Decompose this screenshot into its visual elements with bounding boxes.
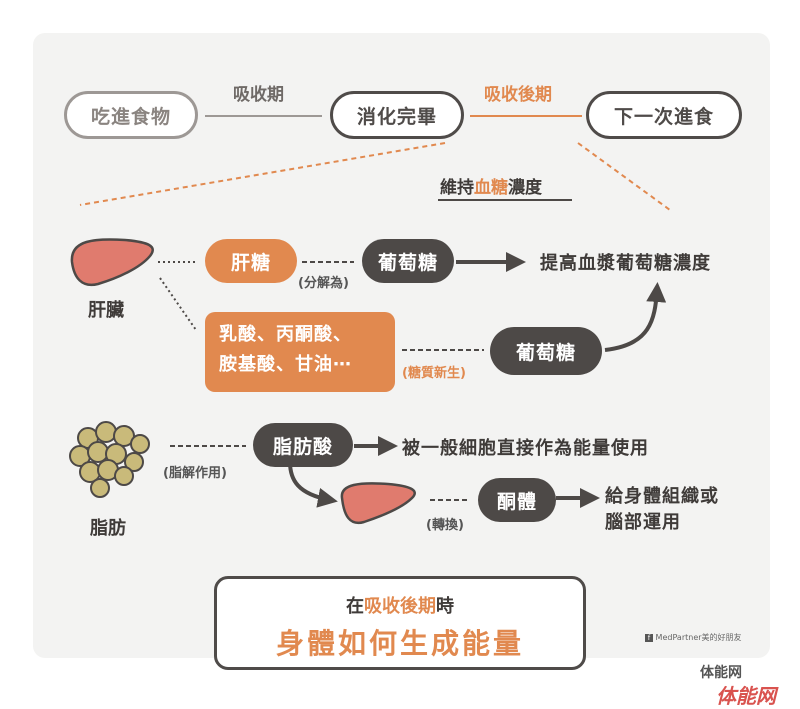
liver-to-substrates	[159, 277, 197, 331]
title-sub: 在吸收後期時	[346, 596, 454, 617]
watermark-bottom: 体能网	[716, 684, 776, 708]
fatty-acid-use: 被一般細胞直接作為能量使用	[402, 438, 649, 459]
period-postabsorptive-label: 吸收後期	[484, 85, 552, 105]
gluconeogenic-substrates: 乳酸、丙酮酸、 胺基酸、甘油⋯	[205, 312, 395, 392]
conversion-note: (轉換)	[426, 518, 464, 533]
liver-icon	[70, 238, 154, 287]
stage-digested: 消化完畢	[330, 91, 464, 139]
ketone-use: 給身體組織或 腦部運用	[605, 486, 719, 533]
watermark-top: 体能网	[700, 665, 742, 681]
fat-label: 脂肪	[90, 518, 126, 539]
funnel-right	[577, 142, 671, 211]
ketone-pill: 酮體	[478, 478, 556, 522]
period-absorptive-label: 吸收期	[233, 85, 284, 105]
glucose2-curve-arrow	[604, 282, 667, 352]
fattyacid-to-liver-arrow	[288, 461, 338, 508]
fatty-acid-pill: 脂肪酸	[253, 423, 353, 467]
stage-eat: 吃進食物	[64, 91, 198, 139]
gluconeogenesis-note: (糖質新生)	[402, 366, 466, 381]
lipolysis-note: (脂解作用)	[163, 466, 227, 481]
glucose-pill-2: 葡萄糖	[490, 327, 602, 375]
raise-plasma-glucose: 提高血漿葡萄糖濃度	[540, 253, 711, 274]
maintain-glucose-label: 維持血糖濃度	[440, 178, 542, 198]
title-main: 身體如何生成能量	[275, 627, 524, 660]
fat-icon	[69, 421, 150, 498]
funnel-left	[79, 142, 446, 206]
diagram-title-box: 在吸收後期時 身體如何生成能量	[214, 576, 586, 670]
liver-small-icon	[340, 482, 416, 525]
credit-text: f MedPartner美的好朋友	[645, 632, 742, 643]
glycogen-pill: 肝糖	[205, 239, 297, 283]
facebook-icon: f	[645, 634, 653, 642]
liver-label: 肝臟	[88, 300, 124, 321]
breakdown-note: (分解為)	[298, 276, 349, 291]
glucose-pill-1: 葡萄糖	[362, 239, 454, 283]
stage-next-meal: 下一次進食	[586, 91, 742, 139]
